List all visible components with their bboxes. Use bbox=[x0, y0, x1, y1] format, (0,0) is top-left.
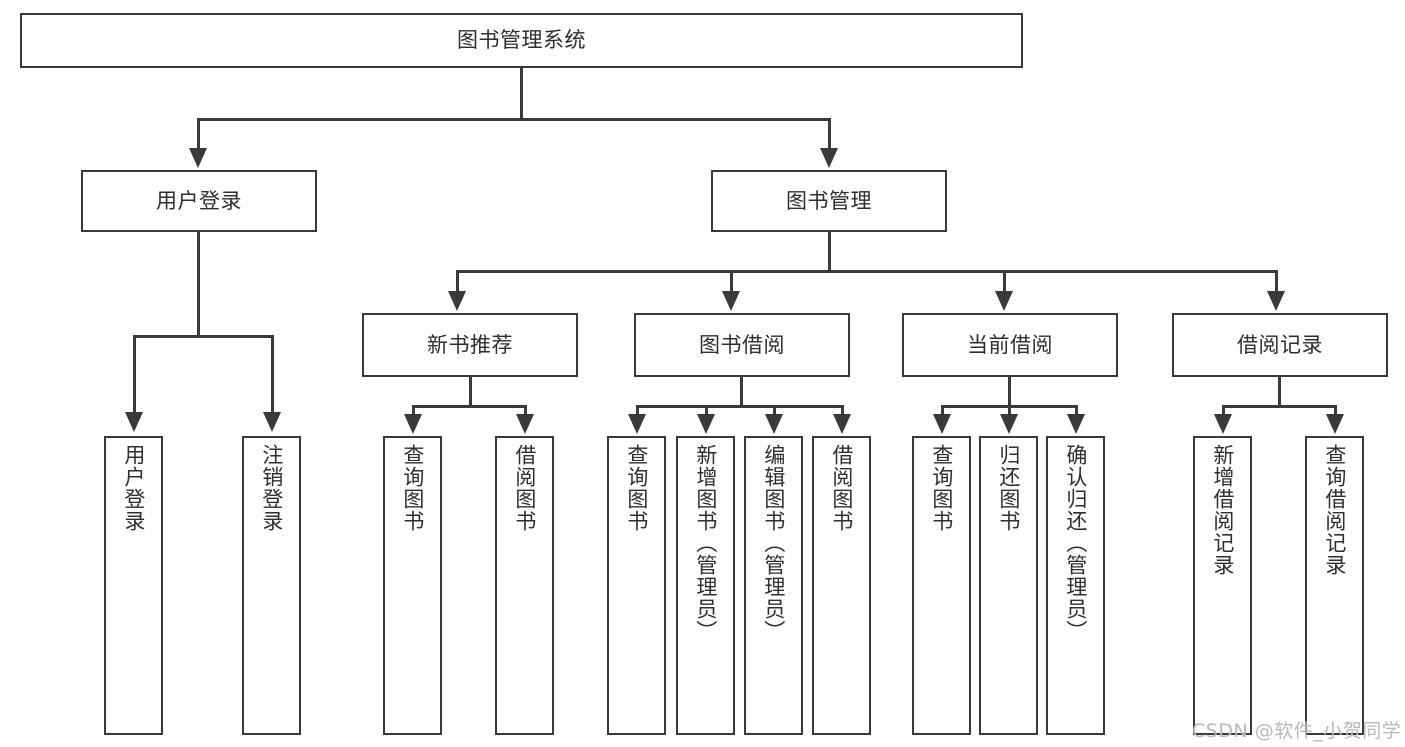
connector-book-borrow-bus bbox=[636, 405, 844, 408]
arrowhead-current-borrow-leaf2 bbox=[1000, 414, 1018, 434]
node-current-borrow[interactable]: 当前借阅 bbox=[902, 313, 1118, 377]
leaf-book-borrow-borrow-book[interactable]: 借阅图书 bbox=[812, 436, 871, 735]
leaf-borrow-record-query-record[interactable]: 查询借阅记录 bbox=[1305, 436, 1364, 735]
arrowhead-book-borrow-leaf3 bbox=[765, 414, 783, 434]
connector-borrow-record-bus bbox=[1222, 405, 1337, 408]
leaf-current-borrow-confirm-return[interactable]: 确认归还（管理员） bbox=[1046, 436, 1105, 735]
node-label: 用户登录 bbox=[156, 188, 242, 213]
connector-root-to-user-login bbox=[197, 118, 200, 150]
leaf-user-login-logout[interactable]: 注销登录 bbox=[242, 436, 301, 735]
node-label: 注销登录 bbox=[259, 444, 284, 532]
node-label: 借阅图书 bbox=[512, 444, 537, 532]
arrowhead-root-to-book-mgmt bbox=[820, 148, 838, 168]
leaf-book-borrow-query-book[interactable]: 查询图书 bbox=[607, 436, 666, 735]
arrowhead-book-mgmt-to-borrow-record bbox=[1267, 291, 1285, 311]
node-label: 编辑图书（管理员） bbox=[761, 444, 786, 642]
node-label: 查询图书 bbox=[400, 444, 425, 532]
connector-book-mgmt-to-new-book bbox=[456, 270, 459, 292]
arrowhead-user-login-leaf1 bbox=[125, 412, 143, 432]
arrowhead-borrow-record-leaf1 bbox=[1214, 414, 1232, 434]
node-book-management[interactable]: 图书管理 bbox=[711, 170, 947, 232]
connector-user-login-stem bbox=[197, 232, 200, 337]
connector-current-borrow-leaf3 bbox=[1075, 405, 1078, 415]
arrowhead-current-borrow-leaf3 bbox=[1067, 414, 1085, 434]
connector-root-to-book-mgmt bbox=[828, 118, 831, 150]
node-label: 借阅图书 bbox=[829, 444, 854, 532]
connector-user-login-leaf1 bbox=[133, 335, 136, 413]
node-borrow-record[interactable]: 借阅记录 bbox=[1172, 313, 1388, 377]
arrowhead-book-borrow-leaf2 bbox=[697, 414, 715, 434]
connector-book-borrow-leaf3 bbox=[773, 405, 776, 415]
node-label: 新增借阅记录 bbox=[1210, 444, 1235, 576]
connector-new-book-stem bbox=[469, 377, 472, 407]
connector-root-bus bbox=[197, 118, 831, 121]
connector-book-borrow-leaf1 bbox=[636, 405, 639, 415]
arrowhead-book-mgmt-to-new-book bbox=[448, 291, 466, 311]
connector-new-book-bus bbox=[412, 405, 527, 408]
node-label: 借阅记录 bbox=[1237, 332, 1323, 357]
connector-root-stem bbox=[520, 68, 523, 120]
leaf-new-book-borrow-book[interactable]: 借阅图书 bbox=[495, 436, 554, 735]
connector-book-borrow-leaf4 bbox=[841, 405, 844, 415]
arrowhead-user-login-leaf2 bbox=[263, 412, 281, 432]
connector-book-mgmt-to-borrow-record bbox=[1275, 270, 1278, 292]
leaf-book-borrow-add-book[interactable]: 新增图书（管理员） bbox=[676, 436, 735, 735]
connector-user-login-bus bbox=[133, 335, 273, 338]
arrowhead-book-mgmt-to-current-borrow bbox=[995, 291, 1013, 311]
node-label: 确认归还（管理员） bbox=[1063, 444, 1088, 642]
node-label: 新书推荐 bbox=[427, 332, 513, 357]
leaf-current-borrow-query-book[interactable]: 查询图书 bbox=[912, 436, 971, 735]
connector-borrow-record-leaf1 bbox=[1222, 405, 1225, 415]
connector-book-mgmt-to-current-borrow bbox=[1003, 270, 1006, 292]
connector-user-login-leaf2 bbox=[271, 335, 274, 413]
connector-book-borrow-stem bbox=[740, 377, 743, 407]
node-book-borrow[interactable]: 图书借阅 bbox=[634, 313, 850, 377]
node-label: 查询图书 bbox=[929, 444, 954, 532]
node-label: 图书管理系统 bbox=[457, 28, 586, 53]
connector-book-mgmt-to-book-borrow bbox=[730, 270, 733, 292]
leaf-new-book-query-book[interactable]: 查询图书 bbox=[383, 436, 442, 735]
connector-book-mgmt-stem bbox=[828, 232, 831, 272]
node-label: 图书借阅 bbox=[699, 332, 785, 357]
arrowhead-book-borrow-leaf1 bbox=[628, 414, 646, 434]
connector-new-book-leaf1 bbox=[412, 405, 415, 415]
leaf-current-borrow-return-book[interactable]: 归还图书 bbox=[979, 436, 1038, 735]
arrowhead-new-book-leaf2 bbox=[516, 414, 534, 434]
connector-borrow-record-stem bbox=[1278, 377, 1281, 407]
node-label: 查询图书 bbox=[624, 444, 649, 532]
connector-borrow-record-leaf2 bbox=[1334, 405, 1337, 415]
node-label: 图书管理 bbox=[786, 188, 872, 213]
connector-book-borrow-leaf2 bbox=[705, 405, 708, 415]
node-label: 用户登录 bbox=[121, 444, 146, 532]
node-label: 新增图书（管理员） bbox=[693, 444, 718, 642]
arrowhead-borrow-record-leaf2 bbox=[1326, 414, 1344, 434]
node-label: 归还图书 bbox=[996, 444, 1021, 532]
arrowhead-current-borrow-leaf1 bbox=[933, 414, 951, 434]
node-user-login[interactable]: 用户登录 bbox=[81, 170, 317, 232]
leaf-borrow-record-add-record[interactable]: 新增借阅记录 bbox=[1193, 436, 1252, 735]
arrowhead-book-borrow-leaf4 bbox=[833, 414, 851, 434]
connector-current-borrow-leaf2 bbox=[1008, 405, 1011, 415]
connector-current-borrow-leaf1 bbox=[941, 405, 944, 415]
connector-current-borrow-stem bbox=[1008, 377, 1011, 407]
node-label: 查询借阅记录 bbox=[1322, 444, 1347, 576]
connector-book-mgmt-bus bbox=[456, 270, 1278, 273]
node-root-system[interactable]: 图书管理系统 bbox=[20, 13, 1023, 68]
node-new-book-recommend[interactable]: 新书推荐 bbox=[362, 313, 578, 377]
leaf-book-borrow-edit-book[interactable]: 编辑图书（管理员） bbox=[744, 436, 803, 735]
arrowhead-book-mgmt-to-book-borrow bbox=[722, 291, 740, 311]
arrowhead-root-to-user-login bbox=[189, 148, 207, 168]
arrowhead-new-book-leaf1 bbox=[404, 414, 422, 434]
node-label: 当前借阅 bbox=[967, 332, 1053, 357]
connector-new-book-leaf2 bbox=[524, 405, 527, 415]
leaf-user-login-login[interactable]: 用户登录 bbox=[104, 436, 163, 735]
